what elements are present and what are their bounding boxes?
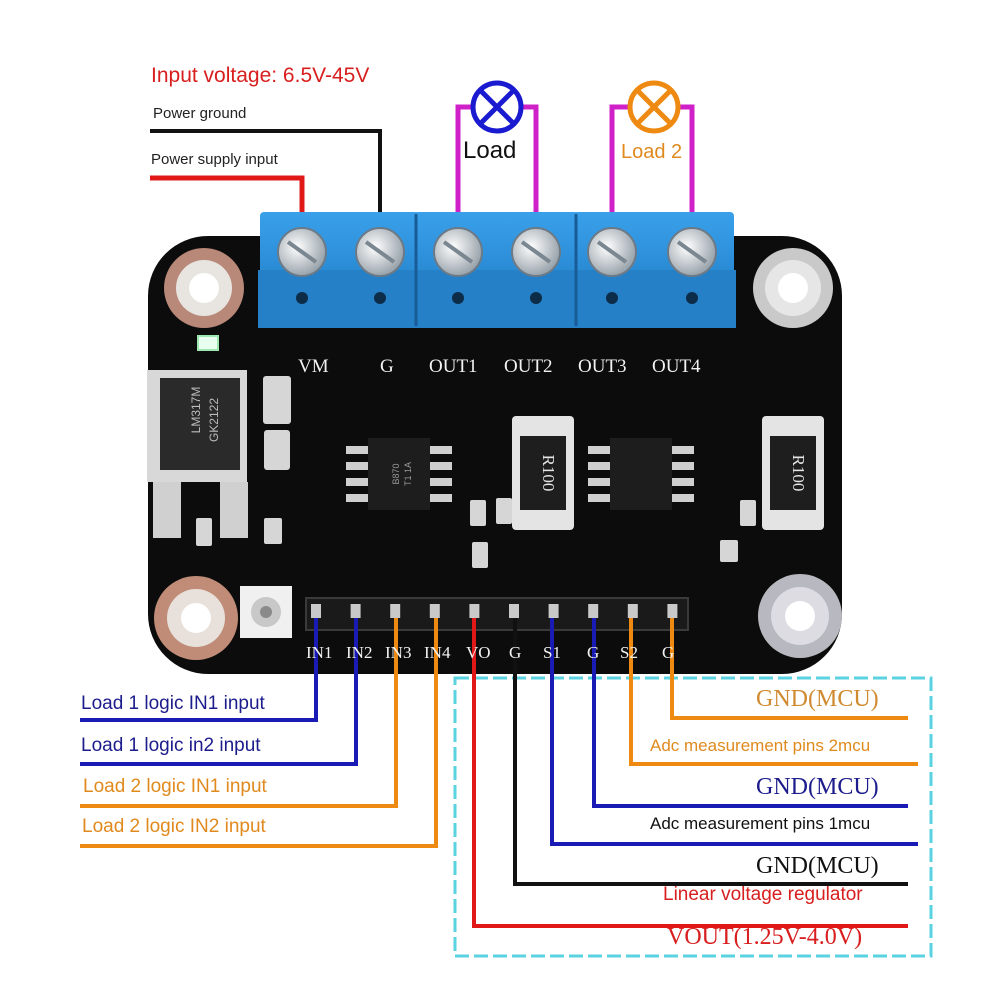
- callout-gnd-mcu-3: GND(MCU): [756, 853, 879, 879]
- terminal-screws: [277, 227, 717, 304]
- mounting-hole-tr: [753, 248, 833, 328]
- callout-load2-in1: Load 2 logic IN1 input: [83, 776, 267, 797]
- wire-gnd-mcu-1: [513, 618, 908, 886]
- terminal-screw: [355, 227, 405, 304]
- pin-label-in1: IN1: [306, 643, 333, 662]
- terminal-screw: [667, 227, 717, 304]
- lamp-icon: [470, 80, 524, 134]
- header-pin: [588, 604, 599, 618]
- header-pin: [311, 604, 321, 618]
- terminal-screw: [587, 227, 637, 304]
- chip-marking-2: T1 1A: [403, 462, 413, 486]
- status-led: [197, 335, 219, 351]
- driver-ic-1: [346, 438, 452, 510]
- wire-load2-a: [609, 104, 630, 216]
- output-callout-box: [453, 676, 933, 958]
- terminal-screw: [433, 227, 483, 304]
- sense-resistor-2: R100: [762, 416, 824, 530]
- power-supply-input-label: Power supply input: [151, 151, 278, 168]
- callout-load2-in2: Load 2 logic IN2 input: [82, 816, 266, 837]
- header-pin: [390, 604, 401, 618]
- smd-components: [196, 376, 756, 568]
- lamp-icon: [627, 80, 681, 134]
- pin-label-in4: IN4: [424, 643, 451, 662]
- load-2-label: Load 2: [621, 141, 683, 163]
- pin-label-g1: G: [509, 643, 522, 662]
- mounting-hole-br: [758, 574, 842, 658]
- header-pin: [548, 604, 559, 618]
- wire-in1: [80, 618, 318, 722]
- sense-resistor-1: R100: [512, 416, 574, 530]
- pin-label-in2: IN2: [346, 643, 373, 662]
- terminal-label-out3: OUT3: [578, 356, 627, 377]
- wire-adc-1: [550, 618, 918, 846]
- resistor-marking-1: R100: [539, 455, 558, 492]
- wire-gnd-mcu-2: [592, 618, 908, 808]
- callout-gnd-mcu-2: GND(MCU): [756, 774, 879, 800]
- pin-label-in3: IN3: [385, 643, 412, 662]
- terminal-label-vm: VM: [298, 356, 329, 377]
- header-pin: [469, 604, 480, 618]
- load-1-label: Load: [463, 137, 517, 164]
- pin-label-s2: S2: [620, 643, 638, 662]
- wire-power-ground: [150, 129, 382, 216]
- pcb-board: [148, 236, 842, 674]
- terminal-label-out4: OUT4: [652, 356, 701, 377]
- wire-in2: [80, 618, 358, 766]
- voltage-regulator: LM317M GK2122: [147, 370, 248, 538]
- resistor-marking-2: R100: [789, 455, 808, 492]
- wire-load2-b: [678, 104, 695, 216]
- potentiometer: [240, 586, 292, 638]
- wire-load1-a: [455, 104, 474, 216]
- header-pins: [311, 604, 678, 618]
- header-pin: [667, 604, 678, 618]
- callout-linear-regulator: Linear voltage regulator: [663, 884, 863, 905]
- mounting-hole-bl: [154, 576, 238, 660]
- callout-load1-in1: Load 1 logic IN1 input: [81, 693, 265, 714]
- terminal-label-g: G: [380, 356, 394, 377]
- pin-header: [305, 597, 689, 631]
- power-ground-label: Power ground: [153, 105, 247, 122]
- pin-label-g2: G: [587, 643, 600, 662]
- wire-load1-b: [520, 104, 539, 216]
- pin-label-g3: G: [662, 643, 675, 662]
- terminal-label-out2: OUT2: [504, 356, 553, 377]
- callout-load1-in2: Load 1 logic in2 input: [81, 735, 261, 756]
- chip-marking-1: B870: [391, 463, 401, 484]
- input-voltage-label: Input voltage: 6.5V-45V: [151, 64, 370, 87]
- wire-gnd-mcu-3: [670, 618, 908, 720]
- terminal-screw: [511, 227, 561, 304]
- wire-vout: [472, 618, 908, 928]
- regulator-marking-1: LM317M: [189, 387, 203, 434]
- driver-ic-2: [588, 438, 694, 510]
- mounting-hole-tl: [164, 248, 244, 328]
- pin-label-s1: S1: [543, 643, 561, 662]
- wire-adc-2: [629, 618, 918, 766]
- callout-gnd-mcu-1: GND(MCU): [756, 686, 879, 712]
- screw-terminal-block: [258, 212, 736, 328]
- callout-vout: VOUT(1.25V-4.0V): [667, 924, 863, 950]
- header-pin: [627, 604, 638, 618]
- regulator-marking-2: GK2122: [207, 398, 221, 442]
- callout-adc-1: Adc measurement pins 1mcu: [650, 814, 871, 833]
- wire-power-supply: [150, 175, 305, 216]
- header-pin: [509, 604, 519, 618]
- terminal-label-out1: OUT1: [429, 356, 478, 377]
- wire-in3: [80, 618, 398, 808]
- header-pin: [350, 604, 361, 618]
- callout-adc-2: Adc measurement pins 2mcu: [650, 736, 871, 755]
- wire-in4: [80, 618, 438, 848]
- terminal-screw: [277, 227, 327, 304]
- header-pin: [429, 604, 440, 618]
- pin-label-vo: VO: [466, 643, 491, 662]
